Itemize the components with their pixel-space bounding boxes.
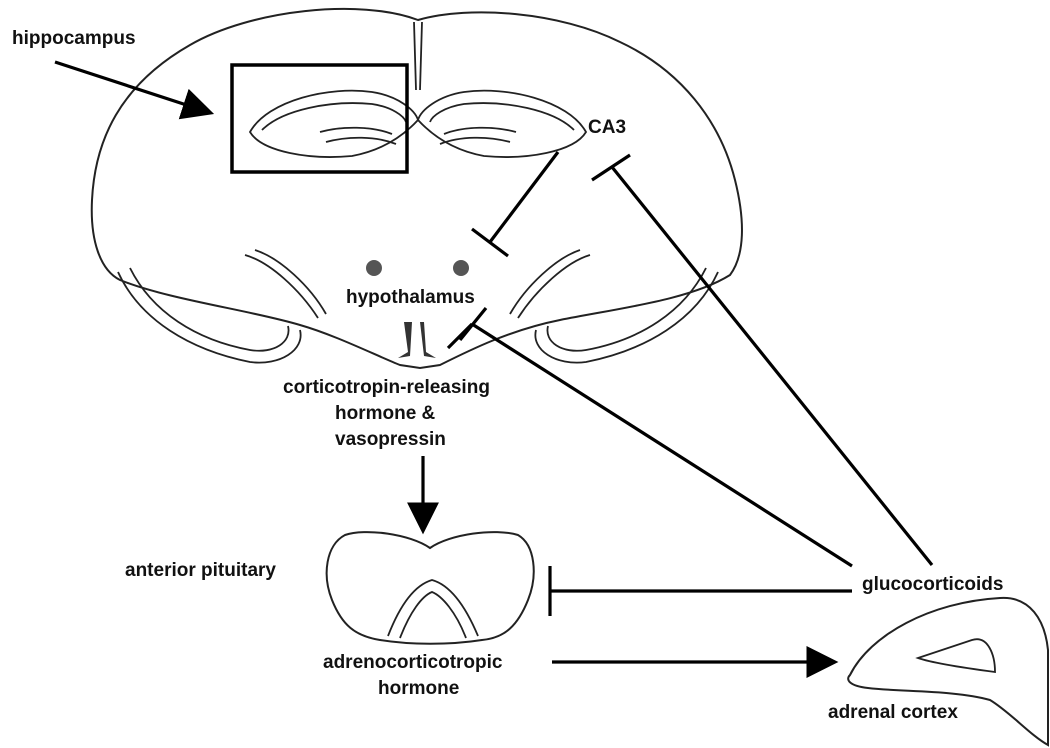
crh-label-line2: hormone &: [335, 403, 436, 424]
brain-outline: [92, 9, 742, 368]
adrenal-cortex-label: adrenal cortex: [828, 702, 958, 723]
crh-label-line1: corticotropin-releasing: [283, 377, 490, 398]
hypothalamic-nucleus-right: [453, 260, 469, 276]
acth-label-line2: hormone: [378, 678, 459, 699]
anterior-pituitary-shape: [327, 532, 534, 644]
glucocorticoids-to-hypothalamus-inhibition: [472, 324, 852, 566]
ca3-label: CA3: [588, 117, 626, 138]
crh-label-line3: vasopressin: [335, 429, 446, 450]
hypothalamic-nucleus-left: [366, 260, 382, 276]
hypothalamus-label: hypothalamus: [346, 287, 475, 308]
brain-section: [92, 9, 742, 368]
anterior-pituitary-label: anterior pituitary: [125, 560, 276, 581]
glucocorticoids-label: glucocorticoids: [862, 574, 1003, 595]
glucocorticoids-to-ca3-inhibition: [612, 167, 932, 565]
acth-label-line1: adrenocorticotropic: [323, 652, 503, 673]
hippocampus-label: hippocampus: [12, 28, 136, 49]
